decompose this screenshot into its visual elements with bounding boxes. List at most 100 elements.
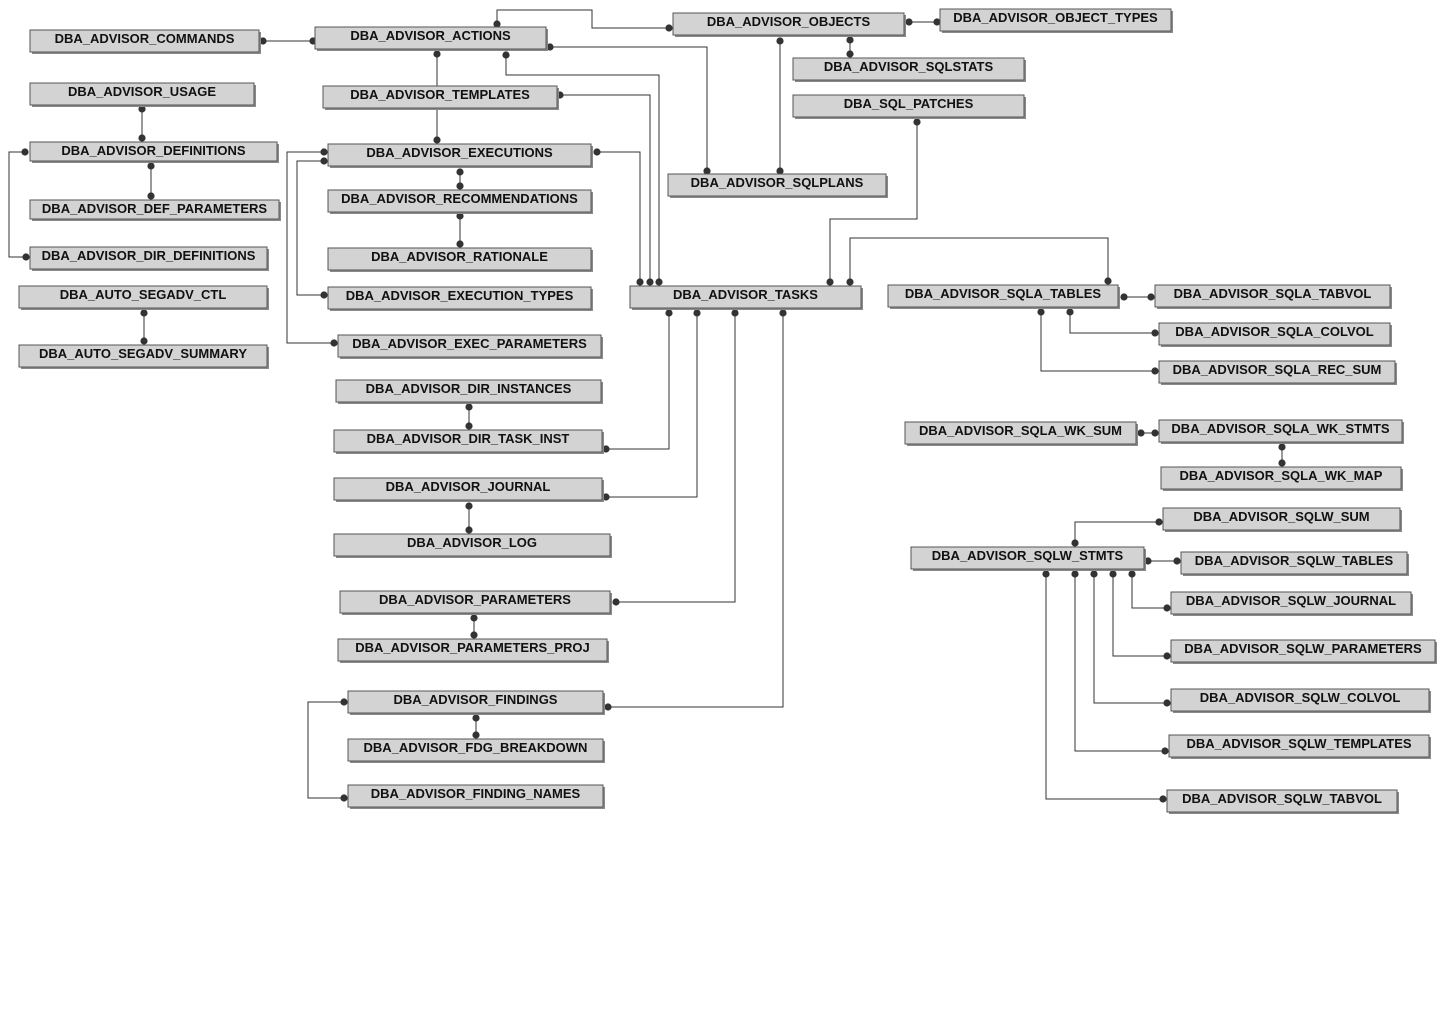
relationship-definitions-dir-defs bbox=[8, 148, 30, 261]
table-sqla-rec-sum[interactable]: DBA_ADVISOR_SQLA_REC_SUM bbox=[1158, 360, 1397, 385]
table-templates[interactable]: DBA_ADVISOR_TEMPLATES bbox=[322, 85, 559, 110]
table-parameters[interactable]: DBA_ADVISOR_PARAMETERS bbox=[339, 590, 612, 615]
table-box bbox=[1158, 360, 1396, 384]
connector-line bbox=[1040, 312, 1155, 372]
table-sqlw-sum[interactable]: DBA_ADVISOR_SQLW_SUM bbox=[1162, 507, 1402, 532]
connector-endpoint-dot bbox=[465, 502, 473, 510]
table-name: DBA_ADVISOR_OBJECT_TYPES bbox=[953, 10, 1158, 25]
table-execution-types[interactable]: DBA_ADVISOR_EXECUTION_TYPES bbox=[327, 286, 593, 311]
connector-endpoint-dot bbox=[826, 278, 834, 286]
table-commands[interactable]: DBA_ADVISOR_COMMANDS bbox=[29, 29, 261, 54]
connector-endpoint-dot bbox=[320, 148, 328, 156]
connector-endpoint-dot bbox=[846, 278, 854, 286]
relationship-tasks-parameters bbox=[612, 309, 739, 606]
table-sqlw-colvol[interactable]: DBA_ADVISOR_SQLW_COLVOL bbox=[1170, 688, 1431, 713]
table-sqla-wk-sum[interactable]: DBA_ADVISOR_SQLA_WK_SUM bbox=[904, 421, 1138, 446]
table-tasks[interactable]: DBA_ADVISOR_TASKS bbox=[629, 285, 863, 310]
table-box bbox=[1170, 639, 1436, 663]
connector-endpoint-dot bbox=[456, 212, 464, 220]
connector-endpoint-dot bbox=[470, 631, 478, 639]
table-dir-task-inst[interactable]: DBA_ADVISOR_DIR_TASK_INST bbox=[333, 429, 604, 454]
relationship-lines bbox=[8, 9, 1286, 803]
connector-endpoint-dot bbox=[703, 167, 711, 175]
table-name: DBA_ADVISOR_RECOMMENDATIONS bbox=[341, 191, 578, 206]
table-recommendations[interactable]: DBA_ADVISOR_RECOMMENDATIONS bbox=[327, 189, 593, 214]
table-sqlw-tables[interactable]: DBA_ADVISOR_SQLW_TABLES bbox=[1180, 551, 1409, 576]
relationship-findings-finding-names bbox=[307, 698, 348, 802]
table-sqla-wk-stmts[interactable]: DBA_ADVISOR_SQLA_WK_STMTS bbox=[1158, 419, 1404, 444]
table-auto-segadv-summary[interactable]: DBA_AUTO_SEGADV_SUMMARY bbox=[18, 344, 269, 369]
relationship-findings-fdg-breakdown bbox=[472, 714, 480, 739]
table-dir-definitions[interactable]: DBA_ADVISOR_DIR_DEFINITIONS bbox=[29, 246, 269, 271]
table-name: DBA_ADVISOR_SQLW_COLVOL bbox=[1200, 690, 1401, 705]
connector-endpoint-dot bbox=[1066, 308, 1074, 316]
table-sqlplans[interactable]: DBA_ADVISOR_SQLPLANS bbox=[667, 173, 888, 198]
table-dir-instances[interactable]: DBA_ADVISOR_DIR_INSTANCES bbox=[335, 379, 603, 404]
table-exec-parameters[interactable]: DBA_ADVISOR_EXEC_PARAMETERS bbox=[337, 334, 603, 359]
table-name: DBA_ADVISOR_FINDINGS bbox=[394, 692, 558, 707]
connector-endpoint-dot bbox=[147, 192, 155, 200]
connector-line bbox=[296, 160, 324, 296]
table-actions[interactable]: DBA_ADVISOR_ACTIONS bbox=[314, 26, 548, 51]
table-sqla-tabvol[interactable]: DBA_ADVISOR_SQLA_TABVOL bbox=[1154, 284, 1392, 309]
table-sqla-tables[interactable]: DBA_ADVISOR_SQLA_TABLES bbox=[887, 284, 1120, 309]
table-findings[interactable]: DBA_ADVISOR_FINDINGS bbox=[347, 690, 605, 715]
table-executions[interactable]: DBA_ADVISOR_EXECUTIONS bbox=[327, 143, 593, 168]
table-fdg-breakdown[interactable]: DBA_ADVISOR_FDG_BREAKDOWN bbox=[347, 738, 605, 763]
table-journal[interactable]: DBA_ADVISOR_JOURNAL bbox=[333, 477, 604, 502]
connector-endpoint-dot bbox=[320, 157, 328, 165]
connector-endpoint-dot bbox=[138, 105, 146, 113]
connector-endpoint-dot bbox=[433, 50, 441, 58]
connector-endpoint-dot bbox=[465, 526, 473, 534]
table-sql-patches[interactable]: DBA_SQL_PATCHES bbox=[792, 94, 1026, 119]
table-name: DBA_ADVISOR_SQLW_TEMPLATES bbox=[1186, 736, 1411, 751]
connector-endpoint-dot bbox=[612, 598, 620, 606]
relationship-sqlw-stmts-tables bbox=[1144, 557, 1181, 565]
table-box bbox=[347, 784, 604, 808]
table-box bbox=[1158, 322, 1391, 346]
connector-line bbox=[1074, 521, 1159, 543]
table-sqlw-templates[interactable]: DBA_ADVISOR_SQLW_TEMPLATES bbox=[1168, 734, 1431, 759]
table-box bbox=[347, 738, 604, 762]
table-sqlw-stmts[interactable]: DBA_ADVISOR_SQLW_STMTS bbox=[910, 546, 1146, 571]
table-name: DBA_AUTO_SEGADV_SUMMARY bbox=[39, 346, 247, 361]
connector-endpoint-dot bbox=[846, 36, 854, 44]
table-box bbox=[314, 26, 547, 50]
table-sqla-colvol[interactable]: DBA_ADVISOR_SQLA_COLVOL bbox=[1158, 322, 1392, 347]
table-def-parameters[interactable]: DBA_ADVISOR_DEF_PARAMETERS bbox=[29, 199, 281, 221]
table-sqlstats[interactable]: DBA_ADVISOR_SQLSTATS bbox=[792, 57, 1026, 82]
relationship-sqla-tables-rec-sum bbox=[1037, 308, 1159, 375]
table-usage[interactable]: DBA_ADVISOR_USAGE bbox=[29, 82, 256, 107]
table-finding-names[interactable]: DBA_ADVISOR_FINDING_NAMES bbox=[347, 784, 605, 809]
connector-endpoint-dot bbox=[22, 253, 30, 261]
table-auto-segadv-ctl[interactable]: DBA_AUTO_SEGADV_CTL bbox=[18, 285, 269, 310]
relationship-wk-stmts-wk-map bbox=[1278, 443, 1286, 467]
table-sqla-wk-map[interactable]: DBA_ADVISOR_SQLA_WK_MAP bbox=[1160, 466, 1403, 491]
table-box bbox=[1180, 551, 1408, 575]
relationship-objects-sqlplans bbox=[776, 37, 784, 175]
table-name: DBA_ADVISOR_SQLA_WK_STMTS bbox=[1171, 421, 1389, 436]
table-name: DBA_ADVISOR_SQLW_JOURNAL bbox=[1186, 593, 1396, 608]
table-sqlw-parameters[interactable]: DBA_ADVISOR_SQLW_PARAMETERS bbox=[1170, 639, 1437, 664]
connector-endpoint-dot bbox=[465, 422, 473, 430]
table-sqlw-journal[interactable]: DBA_ADVISOR_SQLW_JOURNAL bbox=[1170, 591, 1413, 616]
table-parameters-proj[interactable]: DBA_ADVISOR_PARAMETERS_PROJ bbox=[337, 638, 609, 663]
connector-endpoint-dot bbox=[1159, 795, 1167, 803]
connector-endpoint-dot bbox=[21, 148, 29, 156]
table-object-types[interactable]: DBA_ADVISOR_OBJECT_TYPES bbox=[939, 8, 1173, 33]
connector-endpoint-dot bbox=[731, 309, 739, 317]
connector-endpoint-dot bbox=[456, 182, 464, 190]
table-rationale[interactable]: DBA_ADVISOR_RATIONALE bbox=[327, 247, 593, 272]
table-log[interactable]: DBA_ADVISOR_LOG bbox=[333, 533, 612, 558]
table-name: DBA_ADVISOR_DIR_TASK_INST bbox=[367, 431, 570, 446]
table-definitions[interactable]: DBA_ADVISOR_DEFINITIONS bbox=[29, 141, 279, 163]
table-objects[interactable]: DBA_ADVISOR_OBJECTS bbox=[672, 12, 906, 37]
table-name: DBA_ADVISOR_EXECUTION_TYPES bbox=[346, 288, 574, 303]
table-box bbox=[29, 82, 255, 106]
table-sqlw-tabvol[interactable]: DBA_ADVISOR_SQLW_TABVOL bbox=[1166, 789, 1399, 814]
table-name: DBA_ADVISOR_TEMPLATES bbox=[350, 87, 530, 102]
table-box bbox=[327, 143, 592, 167]
relationship-journal-log bbox=[465, 502, 473, 534]
connector-endpoint-dot bbox=[1144, 557, 1152, 565]
connector-line bbox=[286, 151, 334, 344]
